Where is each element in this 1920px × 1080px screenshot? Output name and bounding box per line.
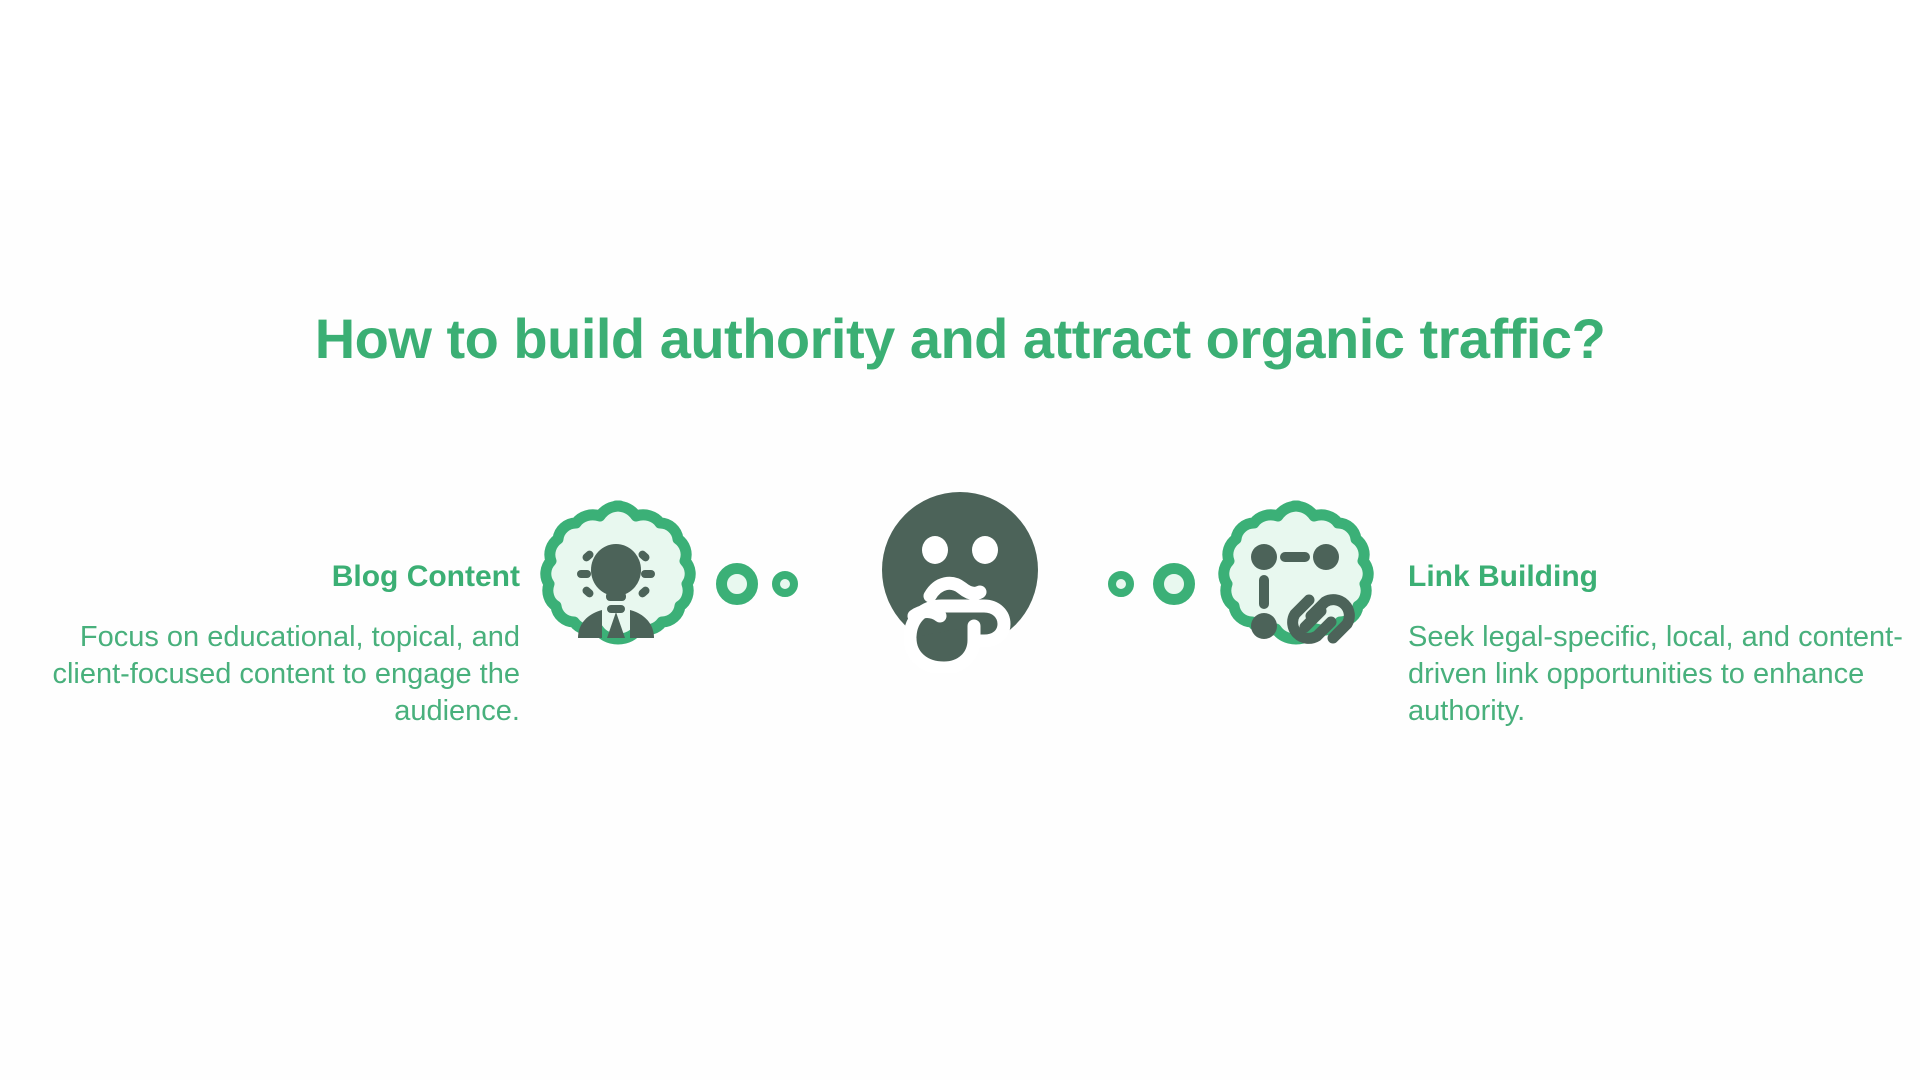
connector-ring-large	[1153, 563, 1195, 605]
panel-heading-link-building: Link Building	[1408, 560, 1598, 593]
thinking-face-icon	[880, 488, 1040, 675]
connector-dots-left	[716, 554, 836, 614]
panel-body-link-building: Seek legal-specific, local, and content-…	[1408, 621, 1903, 728]
panel-blog-content: Blog Content Focus on educational, topic…	[0, 560, 520, 730]
connector-dots-right	[1108, 554, 1228, 614]
link-network-cloud-icon	[1210, 500, 1378, 668]
panel-body-blog-content: Focus on educational, topical, and clien…	[52, 621, 520, 728]
connector-ring-large	[716, 563, 758, 605]
idea-person-cloud-icon	[532, 500, 700, 668]
page-title: How to build authority and attract organ…	[314, 307, 1606, 370]
content-row: Blog Content Focus on educational, topic…	[0, 492, 1920, 760]
connector-ring-small	[772, 571, 798, 597]
panel-heading-blog-content: Blog Content	[331, 560, 520, 593]
connector-ring-small	[1108, 571, 1134, 597]
panel-link-building: Link Building Seek legal-specific, local…	[1408, 560, 1908, 730]
